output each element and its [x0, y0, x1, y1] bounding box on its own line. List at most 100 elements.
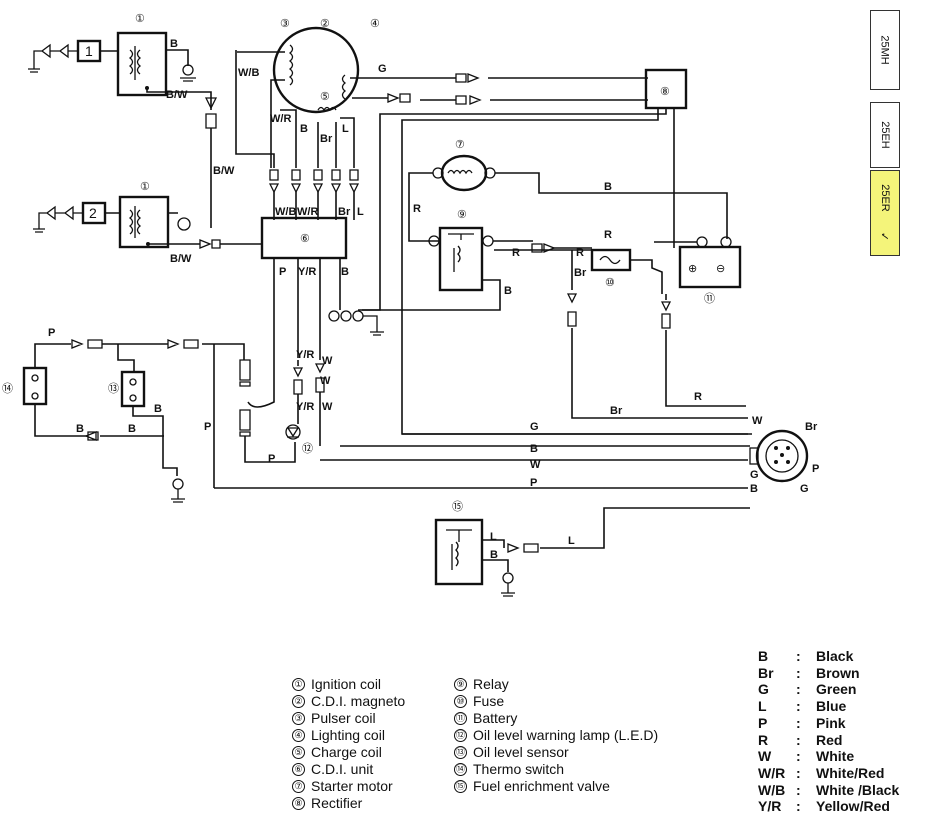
wire-label: R — [512, 247, 520, 259]
component-mark: ① — [135, 13, 145, 25]
legend-number: ⑦ — [292, 779, 305, 793]
wire-label: W — [322, 401, 333, 413]
separator: : — [796, 748, 801, 765]
check-mark-icon: ✓ — [878, 231, 891, 241]
separator: : — [796, 664, 801, 681]
legend-number: ③ — [292, 711, 305, 725]
wire-label: L — [357, 206, 364, 218]
component-mark: ⑫ — [302, 442, 313, 455]
wire-label: G — [530, 421, 539, 433]
plug-label: 1 — [85, 43, 93, 59]
relay — [428, 226, 494, 292]
color-name: White/Red — [816, 764, 885, 781]
legend-name: Battery — [473, 710, 518, 726]
separator: : — [796, 681, 801, 698]
wire-label: W — [752, 415, 763, 427]
wire-label: L — [342, 123, 349, 135]
wire-label: Y/R — [298, 266, 316, 278]
battery-positive-terminal: ⊕ — [688, 263, 697, 275]
legend-number: ⑭ — [454, 762, 467, 776]
color-name: White /Black — [816, 781, 900, 798]
wire-label: B — [170, 38, 178, 50]
component-mark: ② — [320, 18, 330, 30]
wire-label: B — [490, 549, 498, 561]
thermo-switch — [22, 366, 48, 406]
legend-number: ⑬ — [454, 745, 467, 759]
tab-25eh[interactable]: 25EH — [870, 102, 900, 168]
wire-label: P — [204, 421, 211, 433]
color-name: White — [816, 748, 855, 765]
color-name: Pink — [816, 714, 846, 731]
legend-name: Fuse — [473, 693, 505, 709]
ground-terminal — [502, 572, 514, 584]
tab-label: 25ER — [879, 183, 891, 212]
wire-label: W — [322, 355, 333, 367]
ground-cluster — [328, 310, 384, 336]
wire-label: B/W — [166, 89, 188, 101]
starter-motor — [432, 154, 496, 192]
wire-label: L — [490, 531, 497, 543]
fuel-enrichment-valve — [434, 518, 484, 586]
legend-item: ⑮ Fuel enrichment valve — [454, 778, 610, 795]
tab-label: 25MH — [879, 35, 891, 65]
wire-label: R — [576, 247, 584, 259]
wire-label: B — [530, 443, 538, 455]
cdi-unit — [260, 216, 348, 260]
color-code: W/R — [758, 764, 786, 781]
component-mark: ⑦ — [455, 139, 465, 151]
wire-label: B — [750, 483, 758, 495]
color-code: W — [758, 748, 772, 765]
cdi-magneto — [272, 26, 360, 114]
legend-number: ⑫ — [454, 728, 467, 742]
color-code: R — [758, 731, 769, 748]
component-mark: ⑪ — [704, 292, 715, 305]
wire-label: Y/R — [296, 401, 314, 413]
wire-label: Br — [320, 133, 333, 145]
wire-label: L — [568, 535, 575, 547]
legend-name: C.D.I. magneto — [311, 693, 406, 709]
wire-label: W — [320, 375, 331, 387]
wire-label: W/R — [270, 113, 291, 125]
separator: : — [796, 781, 801, 798]
wire-label: P — [812, 463, 819, 475]
wire-label: P — [48, 327, 55, 339]
component-mark: ⑤ — [320, 91, 330, 103]
color-name: Brown — [816, 664, 860, 681]
legend-number: ⑪ — [454, 711, 467, 725]
tab-label: 25EH — [879, 121, 891, 149]
legend-number: ⑨ — [454, 677, 467, 691]
battery-negative-terminal: ⊖ — [716, 263, 725, 275]
legend-number: ⑮ — [454, 779, 467, 793]
color-name: Black — [816, 648, 854, 664]
legend-number: ⑩ — [454, 694, 467, 708]
wire-label: Br — [610, 405, 623, 417]
tab-25er[interactable]: 25ER ✓ — [870, 170, 900, 256]
wire-label: W/B — [238, 67, 259, 79]
legend-name: Fuel enrichment valve — [473, 778, 610, 794]
main-harness-connector — [749, 429, 809, 483]
wire-label: W — [530, 459, 541, 471]
wire-label: B — [341, 266, 349, 278]
connector-row — [268, 169, 360, 194]
tab-25mh[interactable]: 25MH — [870, 10, 900, 90]
wire-label: W/B — [275, 206, 296, 218]
wire-label: W/R — [297, 206, 318, 218]
legend-number: ⑥ — [292, 762, 305, 776]
wire-label: B — [128, 423, 136, 435]
color-code: B — [758, 648, 769, 664]
separator: : — [796, 648, 801, 664]
color-code: Y/R — [758, 798, 782, 815]
legend-number: ① — [292, 677, 305, 691]
ground-terminal — [182, 64, 194, 76]
wire-label: P — [268, 453, 275, 465]
legend-number: ④ — [292, 728, 305, 742]
